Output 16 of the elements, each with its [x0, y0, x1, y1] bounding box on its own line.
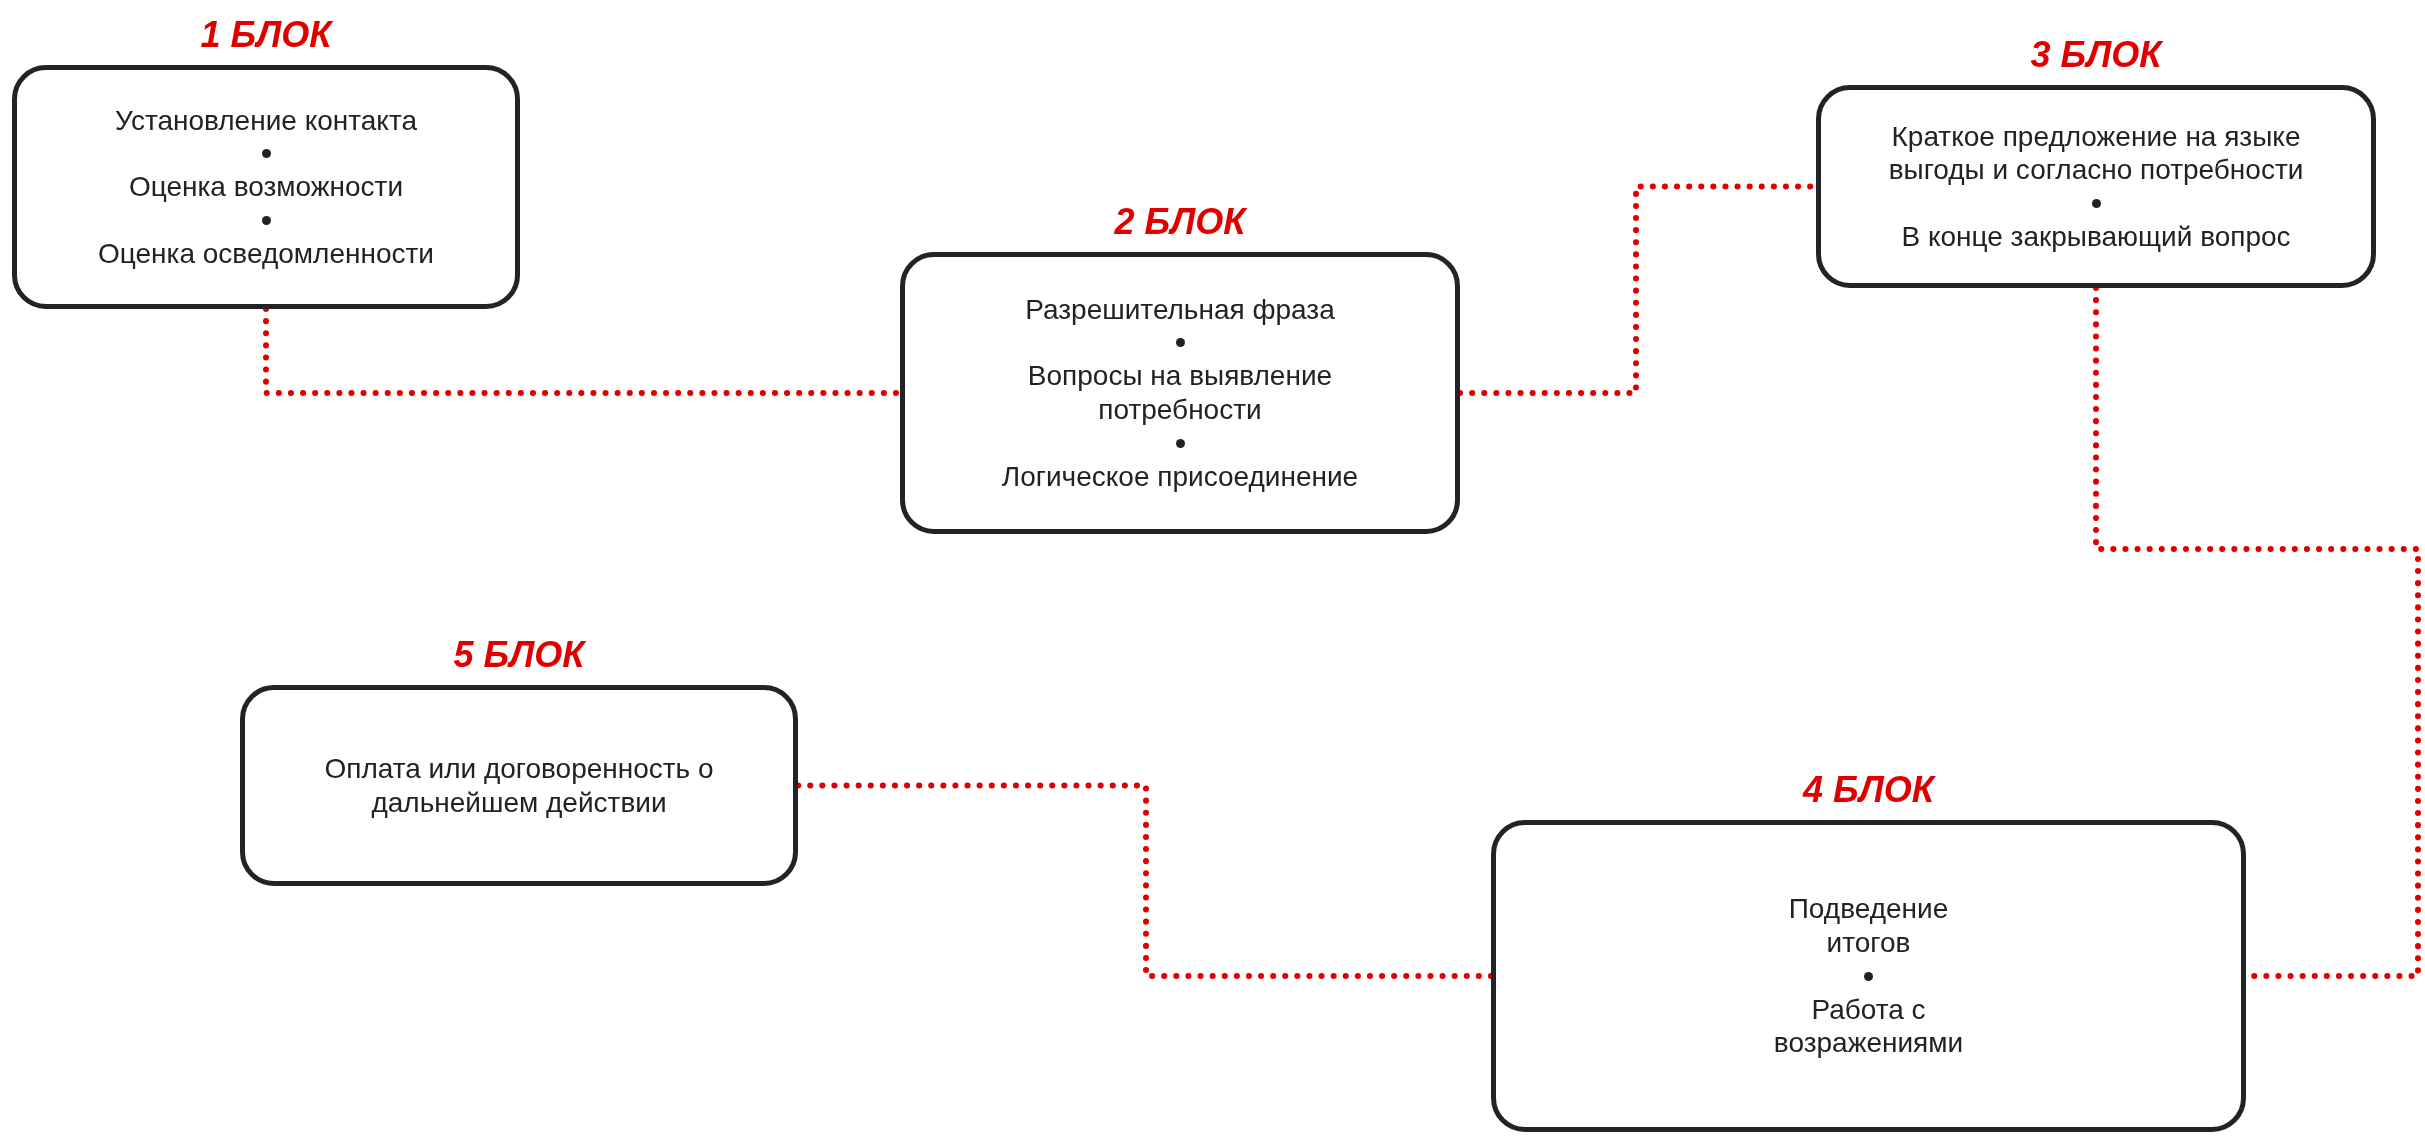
step-text: Работа с возражениями	[1772, 992, 1965, 1060]
step-text: Установление контакта	[115, 103, 417, 138]
block-heading: 4 БЛОК	[1803, 769, 1934, 811]
block-heading: 5 БЛОК	[453, 634, 585, 676]
step-text: В конце закрывающий вопрос	[1901, 219, 2291, 254]
step-text: Оценка возможности	[128, 170, 404, 204]
step-text: Оценка осведомленности	[98, 236, 434, 271]
step-text: Вопросы на выявление потребности	[1026, 359, 1334, 427]
step-text: Оплата или договоренность о дальнейшем действии	[323, 751, 715, 820]
block-heading: 2 БЛОК	[1114, 201, 1246, 243]
block-heading: 1 БЛОК	[200, 14, 332, 56]
step-text: Логическое присоединение	[1001, 459, 1359, 494]
block-heading: 3 БЛОК	[2030, 34, 2162, 76]
step-text: Подведение итогов	[1787, 892, 1950, 960]
step-text: Разрешительная фраза	[1025, 292, 1335, 327]
step-text: Краткое предложение на языке выгоды и согласно потребности	[1887, 119, 2305, 187]
